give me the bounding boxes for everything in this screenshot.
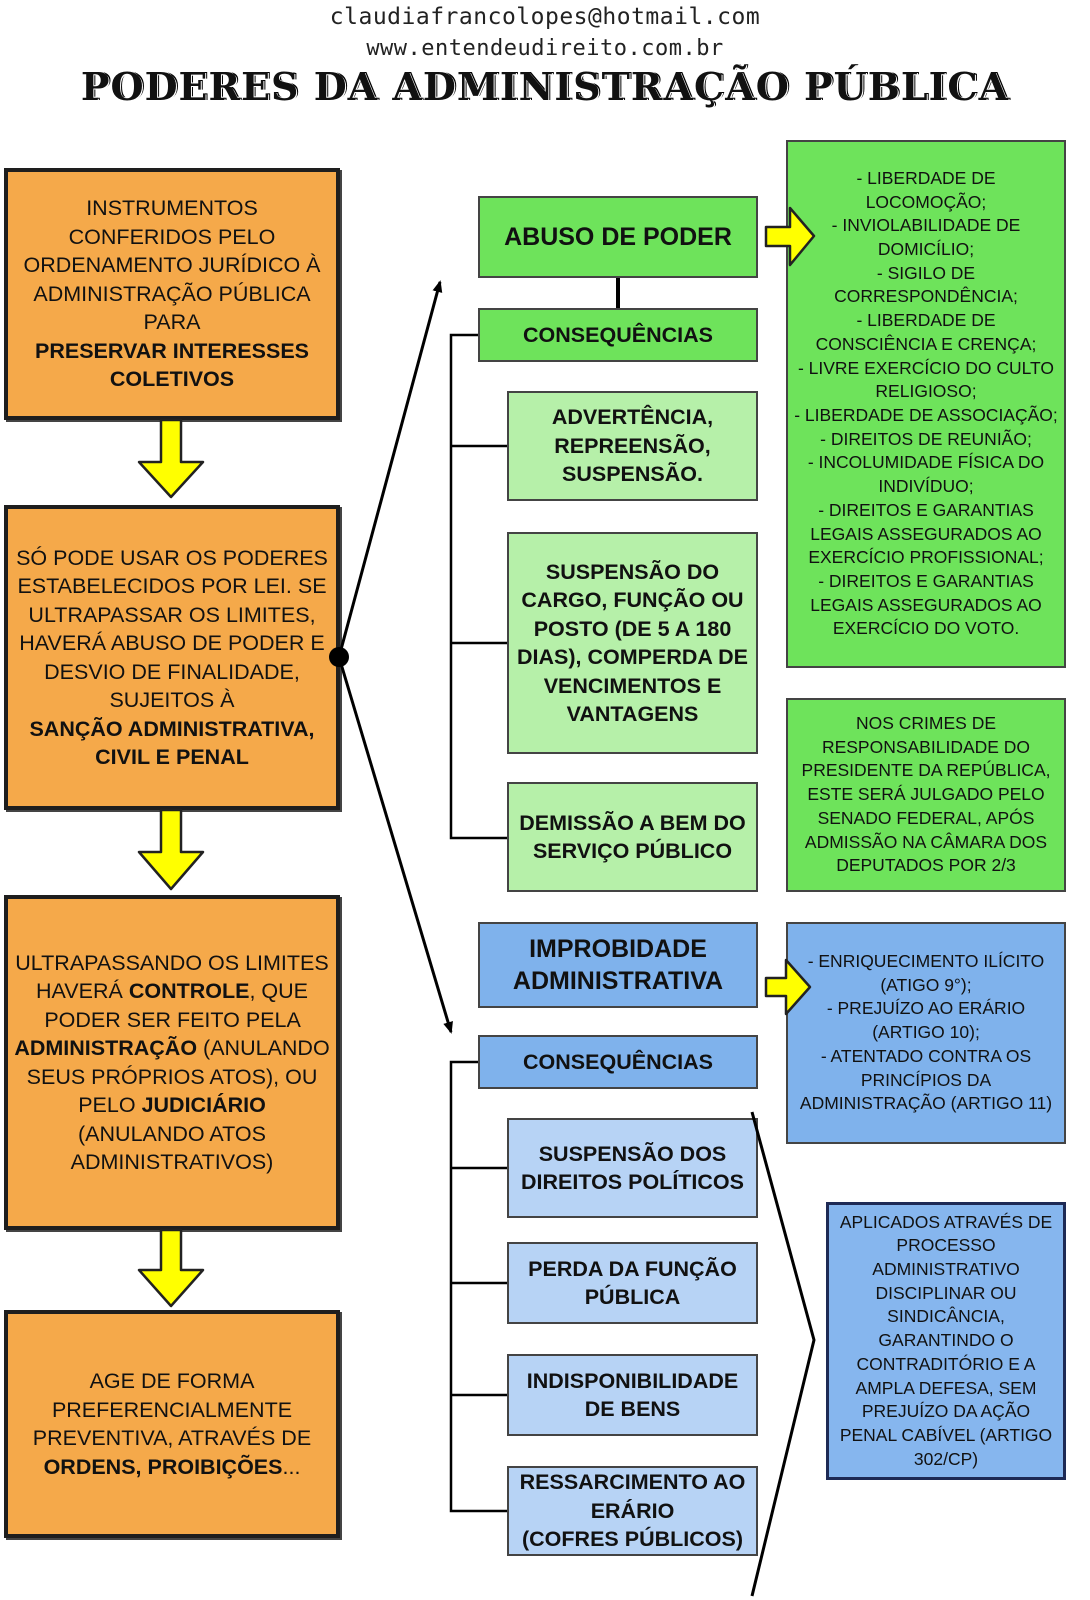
abuse-consequences-label: CONSEQUÊNCIAS <box>523 322 713 347</box>
rights-list-item: - INCOLUMIDADE FÍSICA DO INDIVÍDUO; <box>807 452 1045 497</box>
left-box-instruments: INSTRUMENTOS CONFERIDOS PELO ORDENAMENTO… <box>4 168 340 420</box>
left-box-2-bold: SANÇÃO ADMINISTRATIVA, CIVIL E PENAL <box>29 716 315 770</box>
left-box-preventive: AGE DE FORMA PREFERENCIALMENTE PREVENTIV… <box>4 1310 340 1538</box>
improbity-item-1: SUSPENSÃO DOS DIREITOS POLÍTICOS <box>507 1118 758 1218</box>
improbity-types-list: - ENRIQUECIMENTO ILÍCITO (ATIGO 9°);- PR… <box>786 922 1066 1144</box>
process-note-box: APLICADOS ATRAVÉS DE PROCESSO ADMINISTRA… <box>826 1202 1066 1480</box>
rights-list-item: - LIVRE EXERCÍCIO DO CULTO RELIGIOSO; <box>797 357 1055 402</box>
arrow-to-improbity <box>337 656 453 1034</box>
process-note-text: APLICADOS ATRAVÉS DE PROCESSO ADMINISTRA… <box>839 1211 1053 1469</box>
president-note-text: NOS CRIMES DE RESPONSABILIDADE DO PRESID… <box>801 713 1051 876</box>
left-box-4-tail: ... <box>282 1454 301 1479</box>
improbity-item-2: PERDA DA FUNÇÃO PÚBLICA <box>507 1242 758 1324</box>
left-box-3-b3: JUDICIÁRIO <box>141 1093 266 1117</box>
abuse-consequences-box: CONSEQUÊNCIAS <box>478 308 758 362</box>
abuse-bracket <box>449 333 507 840</box>
page-title: PODERES DA ADMINISTRAÇÃO PÚBLICA <box>80 64 1010 109</box>
website-url: www.entendeudireito.com.br <box>366 36 724 61</box>
left-box-3-b2: ADMINISTRAÇÃO <box>14 1036 198 1060</box>
abuse-rights-list: - LIBERDADE DE LOCOMOÇÃO;- INVIOLABILIDA… <box>786 140 1066 668</box>
abuse-of-power-title: ABUSO DE PODER <box>504 223 732 251</box>
abuse-rights-list-content: - LIBERDADE DE LOCOMOÇÃO;- INVIOLABILIDA… <box>794 167 1058 641</box>
improbity-box: IMPROBIDADE ADMINISTRATIVA <box>478 922 758 1008</box>
left-box-4-bold: ORDENS, PROIBIÇÕES <box>43 1454 283 1479</box>
down-arrow-icon <box>137 1228 205 1308</box>
left-box-1-bold: PRESERVAR INTERESSES COLETIVOS <box>35 338 309 392</box>
abuse-item-2-text: SUSPENSÃO DO CARGO, FUNÇÃO OU POSTO (DE … <box>517 559 748 727</box>
improbity-consequences-label: CONSEQUÊNCIAS <box>523 1049 713 1074</box>
rights-list-item: - DIREITOS DE REUNIÃO; <box>820 428 1032 449</box>
improbity-item-3: INDISPONIBILIDADE DE BENS <box>507 1354 758 1436</box>
improbity-types-item: - ENRIQUECIMENTO ILÍCITO (ATIGO 9°); <box>807 951 1045 995</box>
improbity-types-item: - ATENTADO CONTRA OS PRINCÍPIOS DA ADMIN… <box>799 1045 1053 1114</box>
abuse-item-1: ADVERTÊNCIA, REPREENSÃO, SUSPENSÃO. <box>507 391 758 501</box>
abuse-item-3-text: DEMISSÃO A BEM DO SERVIÇO PÚBLICO <box>519 810 746 864</box>
abuse-item-2: SUSPENSÃO DO CARGO, FUNÇÃO OU POSTO (DE … <box>507 532 758 754</box>
improbity-item-4-text: RESSARCIMENTO AO ERÁRIO <box>519 1470 746 1523</box>
left-box-control: ULTRAPASSANDO OS LIMITES HAVERÁ CONTROLE… <box>4 895 340 1230</box>
abuse-item-1-text: ADVERTÊNCIA, REPREENSÃO, SUSPENSÃO. <box>551 405 714 487</box>
improbity-types-item: - PREJUÍZO AO ERÁRIO (ARTIGO 10); <box>826 998 1026 1043</box>
rights-list-item: - INVIOLABILIDADE DE DOMICÍLIO; <box>831 215 1021 260</box>
author-email: claudiafrancolopes@hotmail.com <box>329 4 761 30</box>
left-box-3-t4: (ANULANDO ATOS ADMINISTRATIVOS) <box>70 1121 274 1175</box>
left-box-4-text: AGE DE FORMA PREFERENCIALMENTE PREVENTIV… <box>32 1369 312 1450</box>
president-note-box: NOS CRIMES DE RESPONSABILIDADE DO PRESID… <box>786 698 1066 892</box>
rights-list-item: - SIGILO DE CORRESPONDÊNCIA; <box>834 262 1018 307</box>
left-box-2-text: SÓ PODE USAR OS PODERES ESTABELECIDOS PO… <box>16 545 328 713</box>
rights-list-item: - LIBERDADE DE ASSOCIAÇÃO; <box>794 405 1058 425</box>
improbity-title: IMPROBIDADE ADMINISTRATIVA <box>512 935 724 995</box>
improbity-item-3-text: INDISPONIBILIDADE DE BENS <box>526 1368 739 1422</box>
left-box-3-t3: (ANULANDO SEUS PRÓPRIOS ATOS), OU PELO <box>26 1036 330 1117</box>
rights-list-item: - DIREITOS E GARANTIAS LEGAIS ASSEGURADO… <box>810 570 1042 639</box>
down-arrow-icon <box>137 808 205 891</box>
improbity-consequences-box: CONSEQUÊNCIAS <box>478 1035 758 1089</box>
improbity-item-4: RESSARCIMENTO AO ERÁRIO (COFRES PÚBLICOS… <box>507 1466 758 1556</box>
improbity-item-1-text: SUSPENSÃO DOS DIREITOS POLÍTICOS <box>521 1141 744 1195</box>
improbity-item-2-text: PERDA DA FUNÇÃO PÚBLICA <box>528 1256 737 1310</box>
left-box-3-t1: ULTRAPASSANDO OS LIMITES HAVERÁ <box>15 950 329 1004</box>
left-box-3-t2: , QUE PODER SER FEITO PELA <box>44 979 308 1032</box>
rights-list-item: - LIBERDADE DE CONSCIÊNCIA E CRENÇA; <box>815 310 1037 354</box>
rights-list-item: - LIBERDADE DE LOCOMOÇÃO; <box>856 167 996 212</box>
left-box-3-b1: CONTROLE <box>128 979 250 1003</box>
down-arrow-icon <box>137 418 205 499</box>
abuse-item-3: DEMISSÃO A BEM DO SERVIÇO PÚBLICO <box>507 782 758 892</box>
arrow-to-abuse <box>337 280 443 658</box>
improbity-types-list-content: - ENRIQUECIMENTO ILÍCITO (ATIGO 9°);- PR… <box>794 950 1058 1116</box>
chevron-bracket <box>750 1111 816 1597</box>
right-arrow-icon <box>764 206 816 267</box>
improbity-bracket <box>449 1060 507 1513</box>
rights-list-item: - DIREITOS E GARANTIAS LEGAIS ASSEGURADO… <box>808 499 1044 568</box>
right-arrow-icon <box>764 958 812 1016</box>
abuse-of-power-box: ABUSO DE PODER <box>478 196 758 278</box>
left-box-1-text: INSTRUMENTOS CONFERIDOS PELO ORDENAMENTO… <box>23 196 321 335</box>
improbity-item-4-sub: (COFRES PÚBLICOS) <box>522 1527 743 1552</box>
